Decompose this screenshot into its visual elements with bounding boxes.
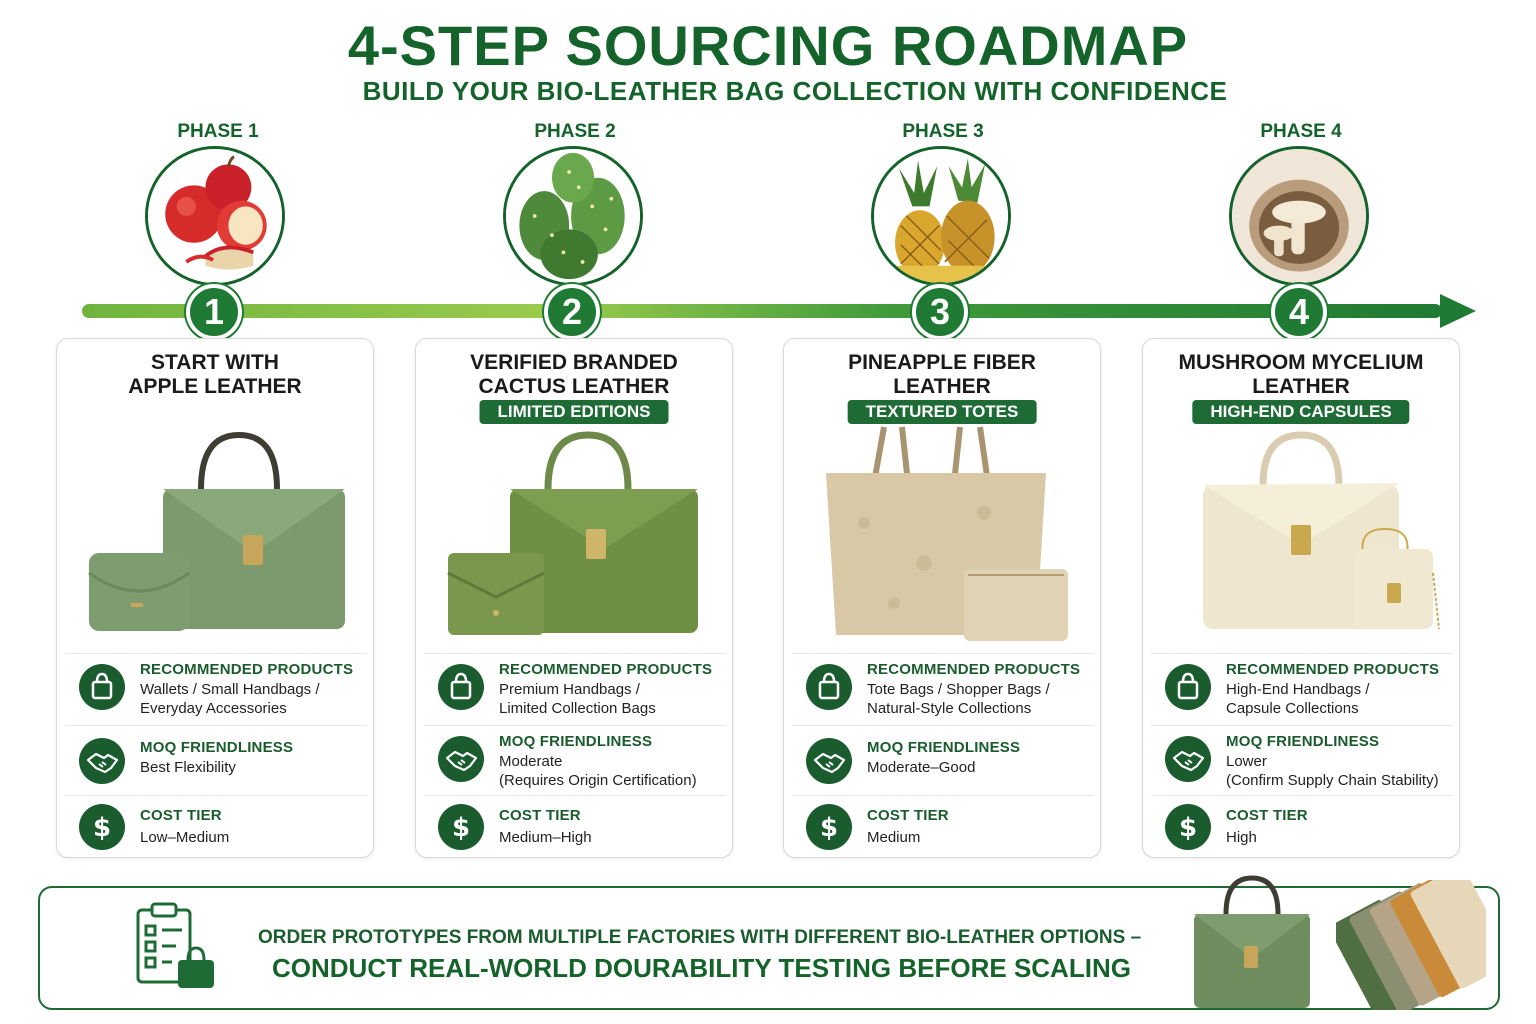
card-title-line2: APPLE LEATHER — [128, 375, 302, 398]
products-row: RECOMMENDED PRODUCTS High-End Handbags /… — [1151, 653, 1453, 725]
moq-text: Moderate(Requires Origin Certification) — [499, 753, 697, 789]
card-title-line2: LEATHER — [893, 375, 991, 398]
cost-row: $ COST TIER Medium–High — [424, 795, 726, 857]
cost-row: $ COST TIER Low–Medium — [65, 795, 367, 857]
cost-heading: COST TIER — [867, 807, 949, 824]
beige-tote-wallet — [804, 423, 1082, 643]
products-text: High-End Handbags /Capsule Collections — [1226, 681, 1370, 717]
card-title-line1: PINEAPPLE FIBER — [848, 351, 1036, 374]
phase-label-4: PHASE 4 — [1260, 121, 1342, 142]
phase-label-3: PHASE 3 — [902, 121, 984, 142]
badge-limited-editions: LIMITED EDITIONS — [479, 400, 669, 424]
moq-row: MOQ FRIENDLINESS Moderate–Good — [792, 725, 1094, 795]
dollar-icon: $ — [79, 804, 125, 850]
pineapple-photo — [871, 146, 1011, 286]
cost-row: $ COST TIER High — [1151, 795, 1453, 857]
card-title-line1: START WITH — [151, 351, 279, 374]
shopping-bag-icon — [1165, 664, 1211, 710]
step-number-1: 1 — [186, 284, 242, 340]
products-heading: RECOMMENDED PRODUCTS — [1226, 661, 1440, 678]
cost-row: $ COST TIER Medium — [792, 795, 1094, 857]
card-title-line2: LEATHER — [1252, 375, 1350, 398]
badge-textured-totes: TEXTURED TOTES — [847, 400, 1037, 424]
card-title-line2: CACTUS LEATHER — [478, 375, 670, 398]
green-handbag-wallet — [77, 423, 355, 643]
moq-text: Moderate–Good — [867, 759, 976, 776]
svg-text:$: $ — [452, 813, 470, 843]
products-row: RECOMMENDED PRODUCTS Premium Handbags /L… — [424, 653, 726, 725]
phase-label-1: PHASE 1 — [177, 121, 259, 142]
step-number-3: 3 — [912, 284, 968, 340]
cream-handbag-chainbag — [1163, 423, 1441, 643]
products-row: RECOMMENDED PRODUCTS Wallets / Small Han… — [65, 653, 367, 725]
svg-text:$: $ — [93, 813, 111, 843]
mushroom-photo — [1229, 146, 1369, 286]
phase-card-2: VERIFIED BRANDED CACTUS LEATHER LIMITED … — [415, 338, 733, 858]
card-title: START WITH APPLE LEATHER — [57, 351, 373, 399]
products-row: RECOMMENDED PRODUCTS Tote Bags / Shopper… — [792, 653, 1094, 725]
page-subtitle: BUILD YOUR BIO-LEATHER BAG COLLECTION WI… — [362, 76, 1228, 106]
products-heading: RECOMMENDED PRODUCTS — [867, 661, 1081, 678]
green-handbag-image — [1186, 870, 1316, 1010]
shopping-bag-icon — [79, 664, 125, 710]
moq-heading: MOQ FRIENDLINESS — [140, 739, 294, 756]
dollar-icon: $ — [806, 804, 852, 850]
timeline-arrow — [82, 294, 1476, 328]
svg-text:$: $ — [1179, 813, 1197, 843]
badge-high-end-capsules: HIGH-END CAPSULES — [1192, 400, 1410, 424]
moq-heading: MOQ FRIENDLINESS — [499, 733, 653, 750]
apples-photo — [145, 146, 285, 286]
card-title-line1: VERIFIED BRANDED — [470, 351, 678, 374]
checklist-bag-icon — [132, 900, 228, 996]
moq-text: Best Flexibility — [140, 759, 236, 776]
dollar-icon: $ — [438, 804, 484, 850]
footer-instruction-line2: CONDUCT REAL-WORLD DOURABILITY TESTING B… — [272, 953, 1131, 983]
products-heading: RECOMMENDED PRODUCTS — [499, 661, 713, 678]
footer-instruction-line1: ORDER PROTOTYPES FROM MULTIPLE FACTORIES… — [258, 927, 1142, 948]
moq-text: Lower(Confirm Supply Chain Stability) — [1226, 753, 1439, 789]
card-title: PINEAPPLE FIBER LEATHER — [784, 351, 1100, 399]
dollar-icon: $ — [1165, 804, 1211, 850]
card-title-line1: MUSHROOM MYCELIUM — [1178, 351, 1424, 374]
page-title: 4-STEP SOURCING ROADMAP — [347, 14, 1189, 77]
cost-value: Low–Medium — [140, 829, 230, 846]
phase-card-1: START WITH APPLE LEATHER RECOMMENDED PRO… — [56, 338, 374, 858]
handshake-icon — [79, 738, 125, 784]
phase-card-3: PINEAPPLE FIBER LEATHER TEXTURED TOTES R… — [783, 338, 1101, 858]
leather-swatches-image — [1329, 865, 1513, 1023]
products-text: Wallets / Small Handbags /Everyday Acces… — [140, 681, 320, 717]
handshake-icon — [438, 736, 484, 782]
step-number-2: 2 — [544, 284, 600, 340]
shopping-bag-icon — [438, 664, 484, 710]
shopping-bag-icon — [806, 664, 852, 710]
products-text: Premium Handbags /Limited Collection Bag… — [499, 681, 656, 717]
moq-heading: MOQ FRIENDLINESS — [1226, 733, 1380, 750]
svg-text:$: $ — [820, 813, 838, 843]
card-title: MUSHROOM MYCELIUM LEATHER — [1143, 351, 1459, 399]
cost-heading: COST TIER — [140, 807, 222, 824]
footer-banner: ORDER PROTOTYPES FROM MULTIPLE FACTORIES… — [38, 865, 1513, 1023]
products-text: Tote Bags / Shopper Bags /Natural-Style … — [867, 681, 1050, 717]
cost-value: Medium–High — [499, 829, 592, 846]
cost-value: Medium — [867, 829, 921, 846]
card-title: VERIFIED BRANDED CACTUS LEATHER — [416, 351, 732, 399]
cost-heading: COST TIER — [1226, 807, 1308, 824]
step-number-4: 4 — [1271, 284, 1327, 340]
cost-heading: COST TIER — [499, 807, 581, 824]
moq-row: MOQ FRIENDLINESS Lower(Confirm Supply Ch… — [1151, 725, 1453, 795]
cost-value: High — [1226, 829, 1257, 846]
cactus-photo — [503, 146, 643, 286]
handshake-icon — [1165, 736, 1211, 782]
products-heading: RECOMMENDED PRODUCTS — [140, 661, 354, 678]
phase-label-2: PHASE 2 — [534, 121, 616, 142]
phase-card-4: MUSHROOM MYCELIUM LEATHER HIGH-END CAPSU… — [1142, 338, 1460, 858]
olive-handbag-cardholder — [436, 423, 714, 643]
moq-row: MOQ FRIENDLINESS Moderate(Requires Origi… — [424, 725, 726, 795]
moq-row: MOQ FRIENDLINESS Best Flexibility — [65, 725, 367, 795]
moq-heading: MOQ FRIENDLINESS — [867, 739, 1021, 756]
handshake-icon — [806, 738, 852, 784]
